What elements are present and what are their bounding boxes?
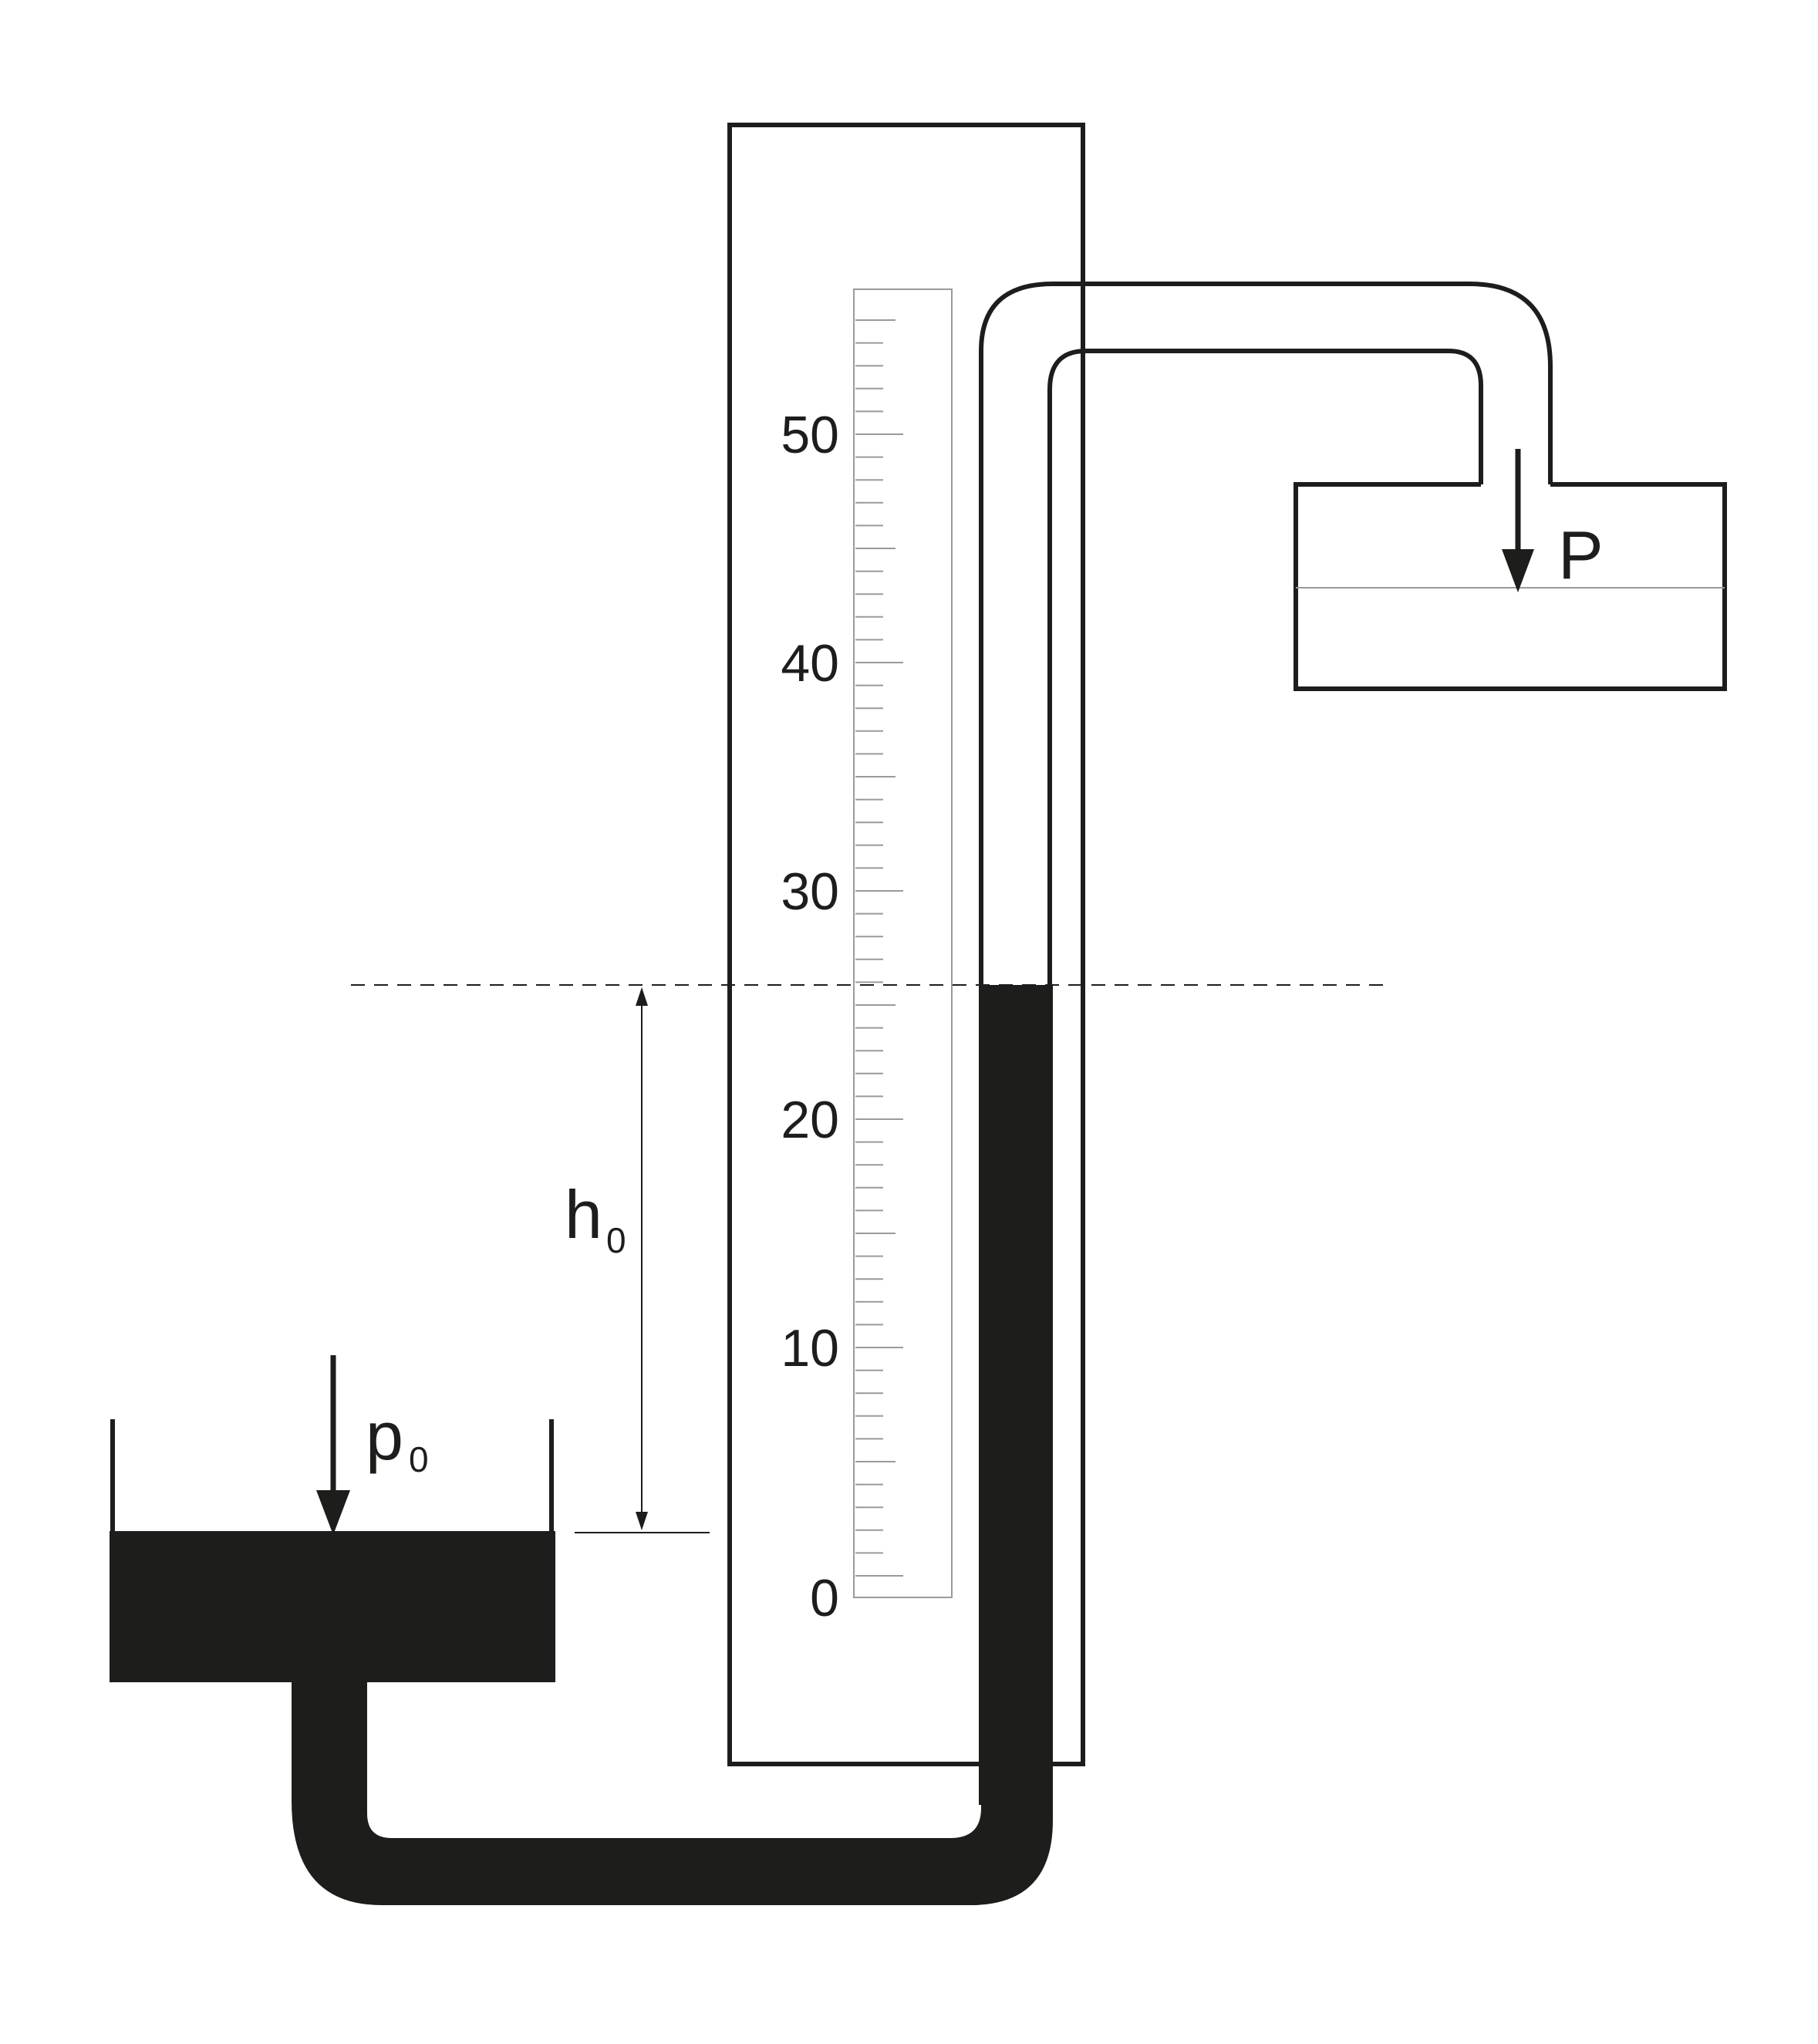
scale-label-10: 10: [781, 1319, 839, 1378]
pressure-p0-subscript: 0: [409, 1439, 429, 1479]
scale-label-50: 50: [781, 406, 839, 464]
glass-tube-inner: [1047, 349, 1483, 987]
h0-arrowhead-top: [636, 987, 648, 1006]
scale-label-0: 0: [810, 1569, 839, 1627]
pressure-p-label: P: [1558, 517, 1604, 593]
scale-board: [727, 123, 1085, 1766]
h0-subscript: 0: [606, 1220, 626, 1260]
scale-label-40: 40: [781, 634, 839, 693]
scale-label-20: 20: [781, 1091, 839, 1149]
h0-arrowhead-bottom: [636, 1512, 648, 1530]
pressure-p-arrowhead: [1502, 549, 1534, 592]
h0-label: h: [565, 1176, 602, 1253]
pressure-p0-arrowhead: [316, 1490, 350, 1535]
reservoir-liquid: [110, 1531, 555, 1682]
u-tube-liquid: [292, 985, 1053, 1905]
ruler-ticks: [855, 319, 903, 1577]
scale-label-30: 30: [781, 862, 839, 921]
ruler-strip: [853, 288, 953, 1598]
pressure-vessel: [1294, 482, 1727, 691]
glass-tube-outer: [979, 282, 1553, 1805]
pressure-p0-label: p: [366, 1398, 403, 1474]
ruler-labels: 0 10 20 30 40 50: [781, 406, 839, 1627]
